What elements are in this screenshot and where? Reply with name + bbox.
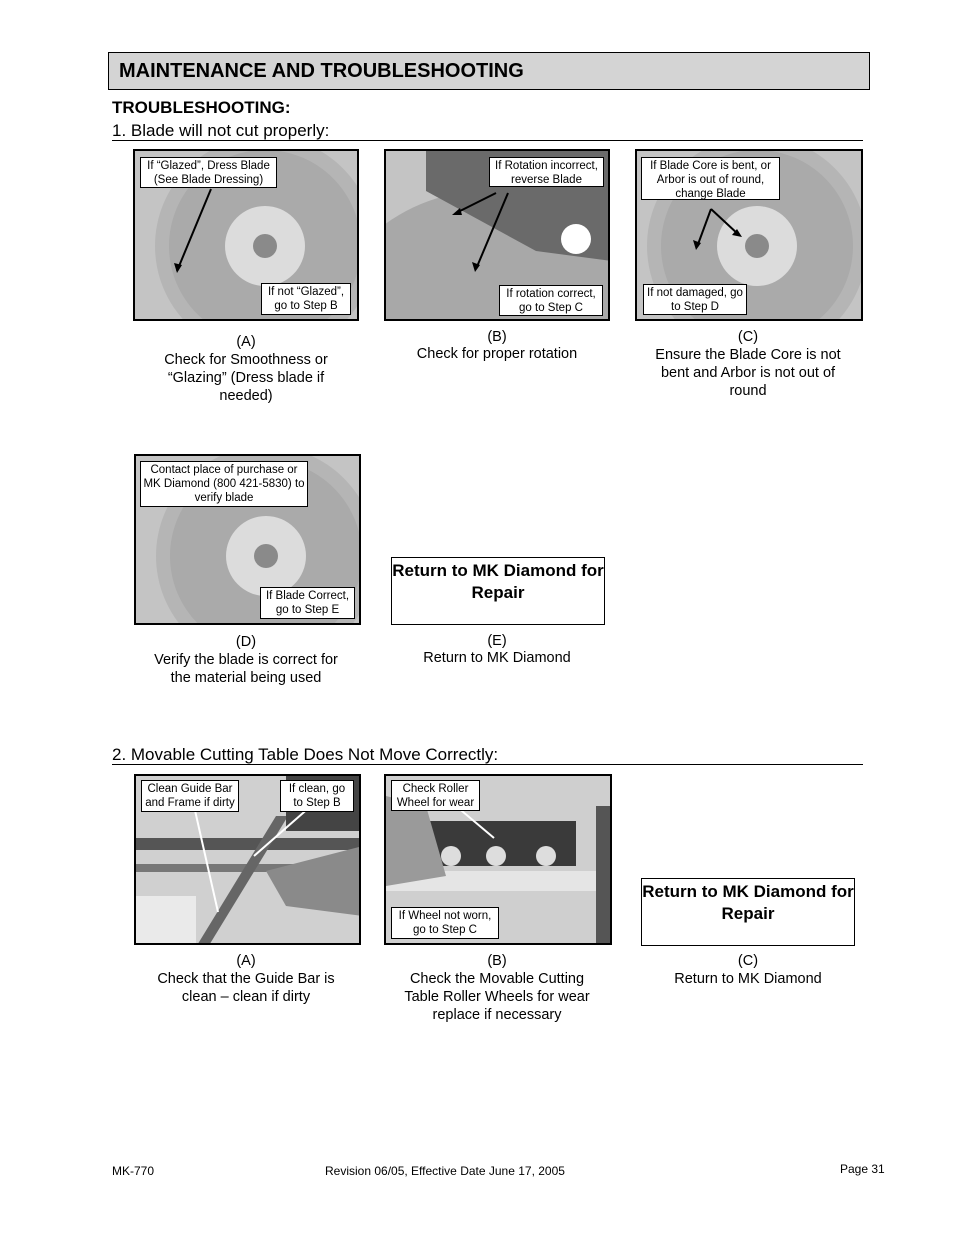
troubleshooting-title: TROUBLESHOOTING: bbox=[112, 98, 291, 117]
problem2-rule bbox=[112, 764, 863, 765]
roller-wheel-illustration bbox=[386, 796, 610, 943]
return-repair-box: Return to MK Diamond for Repair bbox=[641, 878, 855, 946]
callout-not-glazed: If not “Glazed”, go to Step B bbox=[261, 283, 351, 315]
step1e-caption: Return to MK Diamond bbox=[423, 650, 571, 666]
callout-contact-mk: Contact place of purchase or MK Diamond … bbox=[140, 461, 308, 507]
callout-if-clean: If clean, go to Step B bbox=[280, 780, 354, 812]
step2c-caption: Return to MK Diamond bbox=[674, 971, 822, 987]
step1a-letter: (A) bbox=[236, 334, 256, 350]
callout-rotation-correct: If rotation correct, go to Step C bbox=[499, 285, 603, 316]
problem2-title: 2. Movable Cutting Table Does Not Move C… bbox=[112, 745, 499, 764]
step2b-letter: (B) bbox=[487, 953, 507, 969]
section-header-title: MAINTENANCE AND TROUBLESHOOTING bbox=[119, 60, 524, 82]
step2a-caption: Check that the Guide Bar is clean – clea… bbox=[157, 971, 335, 1005]
step1c-letter: (C) bbox=[737, 329, 759, 345]
problem1-title: 1. Blade will not cut properly: bbox=[112, 121, 330, 140]
step1a-caption: Check for Smoothness or “Glazing” (Dress… bbox=[164, 352, 328, 404]
step1b-letter: (B) bbox=[487, 329, 507, 345]
step2a-letter: (A) bbox=[236, 953, 256, 969]
callout-not-damaged: If not damaged, go to Step D bbox=[643, 284, 747, 315]
callout-wheel-not-worn: If Wheel not worn, go to Step C bbox=[391, 907, 499, 939]
step1d-caption: Verify the blade is correct for the mate… bbox=[154, 652, 338, 686]
step1b-caption: Check for proper rotation bbox=[416, 346, 578, 362]
section-header: MAINTENANCE AND TROUBLESHOOTING bbox=[108, 52, 870, 90]
step1d-letter: (D) bbox=[235, 634, 257, 650]
step2c-letter: (C) bbox=[737, 953, 759, 969]
callout-glazed: If “Glazed”, Dress Blade (See Blade Dres… bbox=[140, 157, 277, 188]
footer-page: Page 31 bbox=[840, 1162, 885, 1176]
callout-blade-bent: If Blade Core is bent, or Arbor is out o… bbox=[641, 157, 780, 200]
blade-illustration bbox=[155, 151, 357, 319]
step1c-caption: Ensure the Blade Core is not bent and Ar… bbox=[655, 347, 841, 399]
callout-rotation-incorrect: If Rotation incorrect, reverse Blade bbox=[489, 157, 604, 187]
callout-check-roller: Check Roller Wheel for wear bbox=[391, 780, 480, 811]
callout-blade-correct: If Blade Correct, go to Step E bbox=[260, 587, 355, 619]
footer-model: MK-770 bbox=[112, 1164, 155, 1178]
blade-rotation-photo bbox=[384, 149, 610, 321]
callout-clean-guide-bar: Clean Guide Bar and Frame if dirty bbox=[141, 780, 239, 812]
return-repair-box: Return to MK Diamond for Repair bbox=[391, 557, 605, 625]
step1e-letter: (E) bbox=[487, 633, 507, 649]
step2b-caption: Check the Movable Cutting Table Roller W… bbox=[404, 971, 590, 1023]
footer-revision: Revision 06/05, Effective Date June 17, … bbox=[325, 1164, 565, 1178]
problem1-rule bbox=[112, 140, 863, 141]
